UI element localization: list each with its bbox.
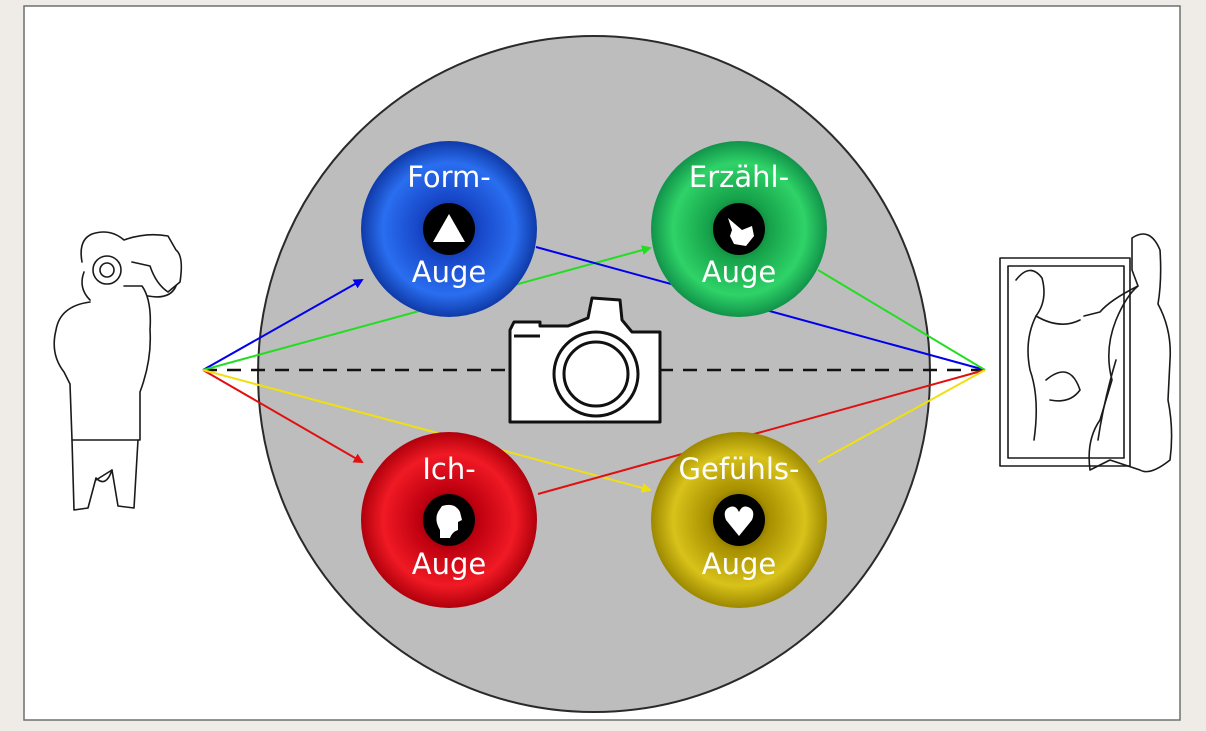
line-red-out	[537, 369, 986, 495]
ich-eye-label-top: Ich-	[422, 452, 475, 486]
woman-with-painting-figure	[999, 233, 1173, 473]
triangle-icon	[433, 214, 465, 242]
head-profile-icon	[436, 504, 462, 538]
line-red-in	[202, 369, 364, 464]
photographer-figure	[53, 231, 183, 511]
gefuehl-eye: Gefühls- Auge	[651, 432, 827, 608]
ich-eye-label-bottom: Auge	[412, 547, 486, 581]
ich-eye: Ich- Auge	[361, 432, 537, 608]
gefuehl-eye-label-top: Gefühls-	[679, 452, 800, 486]
form-eye-label-bottom: Auge	[412, 255, 486, 289]
line-blue-in	[202, 279, 364, 371]
line-yellow-in	[202, 369, 652, 493]
form-eye-label-top: Form-	[407, 160, 491, 194]
camera-icon	[508, 296, 662, 424]
gefuehl-eye-label-bottom: Auge	[702, 547, 776, 581]
erzaehl-eye-label-bottom: Auge	[702, 255, 776, 289]
heart-icon	[724, 506, 754, 536]
erzaehl-eye-label-top: Erzähl-	[689, 160, 789, 194]
form-eye: Form- Auge	[361, 141, 537, 317]
erzaehl-eye: Erzähl- Auge	[651, 141, 827, 317]
line-yellow-out	[817, 369, 986, 463]
pointing-hand-icon	[728, 218, 754, 246]
line-green-out	[817, 269, 986, 371]
